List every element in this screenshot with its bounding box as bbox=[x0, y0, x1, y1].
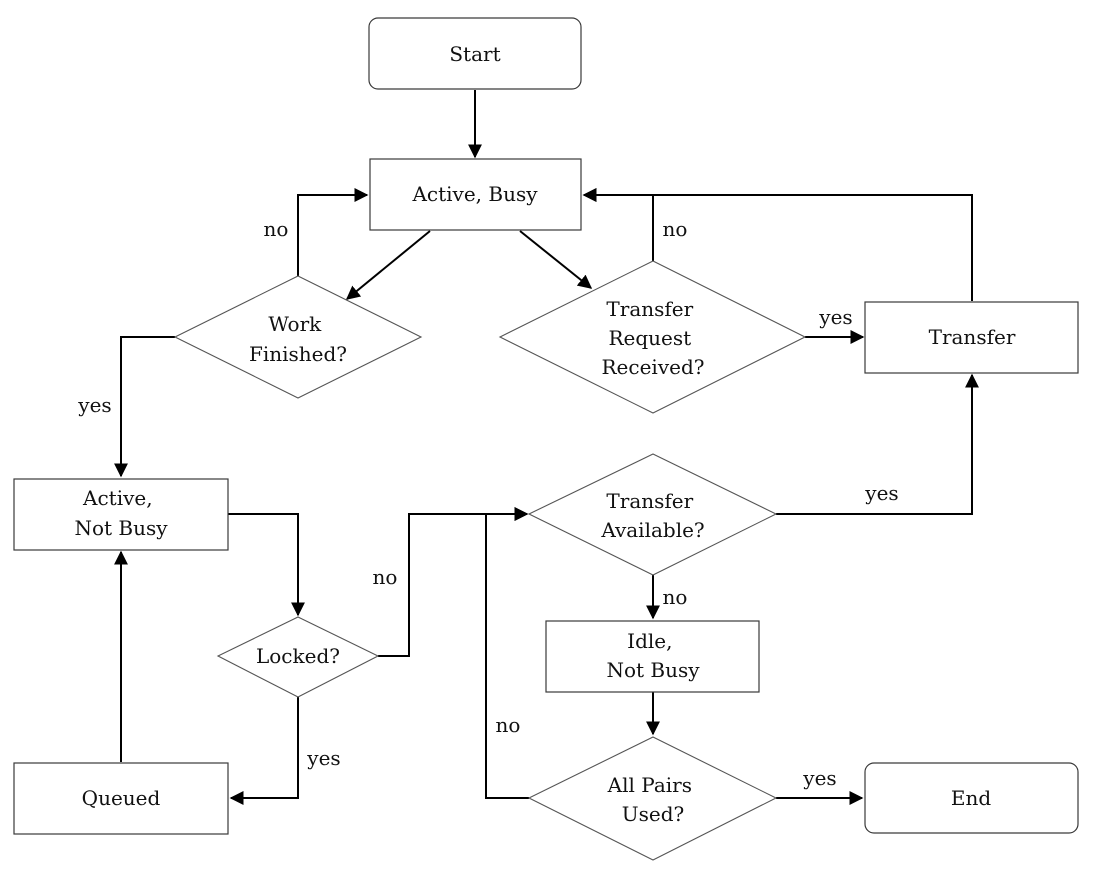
transfer-request-label: Transfer Request Received? bbox=[602, 297, 705, 379]
edge-locked-yes bbox=[229, 697, 299, 805]
transfer-available-no-label: no bbox=[663, 585, 688, 609]
active-busy-label: Active, Busy bbox=[411, 182, 538, 206]
end-shape bbox=[864, 762, 1079, 834]
edge-locked-no bbox=[378, 507, 529, 657]
edge-work-finished-no bbox=[297, 188, 369, 276]
node-idle-not-busy: Idle, Not Busy bbox=[545, 620, 760, 693]
edges bbox=[114, 90, 979, 805]
active-not-busy-label-line-1: Active, bbox=[82, 486, 153, 510]
all-pairs-yes-label: yes bbox=[802, 766, 836, 790]
node-work-finished: Work Finished? bbox=[173, 275, 423, 399]
node-active-not-busy: Active, Not Busy bbox=[13, 478, 229, 551]
end-label-line: End bbox=[951, 786, 991, 810]
transfer-label-line: Transfer bbox=[929, 325, 1016, 349]
edge-all-pairs-no bbox=[485, 507, 529, 799]
node-transfer-available: Transfer Available? bbox=[527, 453, 778, 576]
edge-transfer-request-no bbox=[582, 188, 654, 261]
active-not-busy-label-line-2: Not Busy bbox=[74, 516, 168, 540]
idle-not-busy-label: Idle, Not Busy bbox=[606, 629, 700, 682]
transfer-available-yes-label: yes bbox=[864, 481, 898, 505]
transfer-request-label-line-2: Request bbox=[608, 326, 691, 350]
active-busy-shape bbox=[369, 158, 582, 231]
transfer-request-yes-label: yes bbox=[818, 305, 852, 329]
end-label: End bbox=[951, 786, 991, 810]
queued-label-line: Queued bbox=[82, 786, 161, 810]
active-not-busy-shape bbox=[13, 478, 229, 551]
transfer-label: Transfer bbox=[929, 325, 1016, 349]
work-finished-label: Work Finished? bbox=[249, 312, 347, 366]
edge-active-busy-to-work-finished bbox=[345, 230, 431, 300]
locked-label-line: Locked? bbox=[256, 644, 340, 668]
queued-label: Queued bbox=[82, 786, 161, 810]
node-all-pairs: All Pairs Used? bbox=[527, 736, 778, 861]
node-transfer-request: Transfer Request Received? bbox=[498, 260, 807, 414]
start-label-line: Start bbox=[449, 42, 500, 66]
queued-shape bbox=[13, 762, 229, 835]
all-pairs-label-line-2: Used? bbox=[622, 802, 684, 826]
edge-transfer-to-active-busy bbox=[582, 188, 973, 301]
all-pairs-shape bbox=[527, 736, 778, 861]
transfer-shape bbox=[864, 301, 1079, 374]
node-locked: Locked? bbox=[216, 616, 380, 698]
edge-active-not-busy-to-locked bbox=[228, 513, 305, 617]
locked-label: Locked? bbox=[256, 644, 340, 668]
node-transfer: Transfer bbox=[864, 301, 1079, 374]
start-shape bbox=[368, 17, 582, 90]
work-finished-no-label: no bbox=[264, 217, 289, 241]
idle-not-busy-label-line-1: Idle, bbox=[627, 629, 672, 653]
node-start: Start bbox=[368, 17, 582, 90]
idle-not-busy-shape bbox=[545, 620, 760, 693]
transfer-request-label-line-3: Received? bbox=[602, 355, 705, 379]
node-end: End bbox=[864, 762, 1079, 834]
work-finished-label-line-2: Finished? bbox=[249, 342, 347, 366]
locked-yes-label: yes bbox=[306, 746, 340, 770]
active-not-busy-label: Active, Not Busy bbox=[74, 486, 168, 540]
idle-not-busy-label-line-2: Not Busy bbox=[606, 658, 700, 682]
transfer-available-label-line-1: Transfer bbox=[606, 489, 693, 513]
transfer-request-shape bbox=[498, 260, 807, 414]
work-finished-label-line-1: Work bbox=[268, 312, 322, 336]
work-finished-shape bbox=[173, 275, 423, 399]
start-label: Start bbox=[449, 42, 500, 66]
all-pairs-label-line-1: All Pairs bbox=[607, 773, 692, 797]
locked-shape bbox=[216, 616, 380, 698]
all-pairs-no-label: no bbox=[496, 713, 521, 737]
edge-work-finished-yes bbox=[114, 336, 175, 478]
transfer-available-shape bbox=[527, 453, 778, 576]
transfer-request-label-line-1: Transfer bbox=[606, 297, 693, 321]
transfer-request-no-label: no bbox=[663, 217, 688, 241]
edge-transfer-available-yes bbox=[776, 373, 979, 515]
transfer-available-label: Transfer Available? bbox=[600, 489, 704, 542]
work-finished-yes-label: yes bbox=[77, 393, 111, 417]
edge-active-busy-to-transfer-request bbox=[519, 230, 593, 289]
edge-labels: no no yes yes yes no no yes no yes bbox=[77, 217, 898, 790]
node-queued: Queued bbox=[13, 762, 229, 835]
active-busy-label-line: Active, Busy bbox=[411, 182, 538, 206]
all-pairs-label: All Pairs Used? bbox=[607, 773, 699, 826]
transfer-available-label-line-2: Available? bbox=[600, 518, 704, 542]
locked-no-label: no bbox=[373, 565, 398, 589]
node-active-busy: Active, Busy bbox=[369, 158, 582, 231]
